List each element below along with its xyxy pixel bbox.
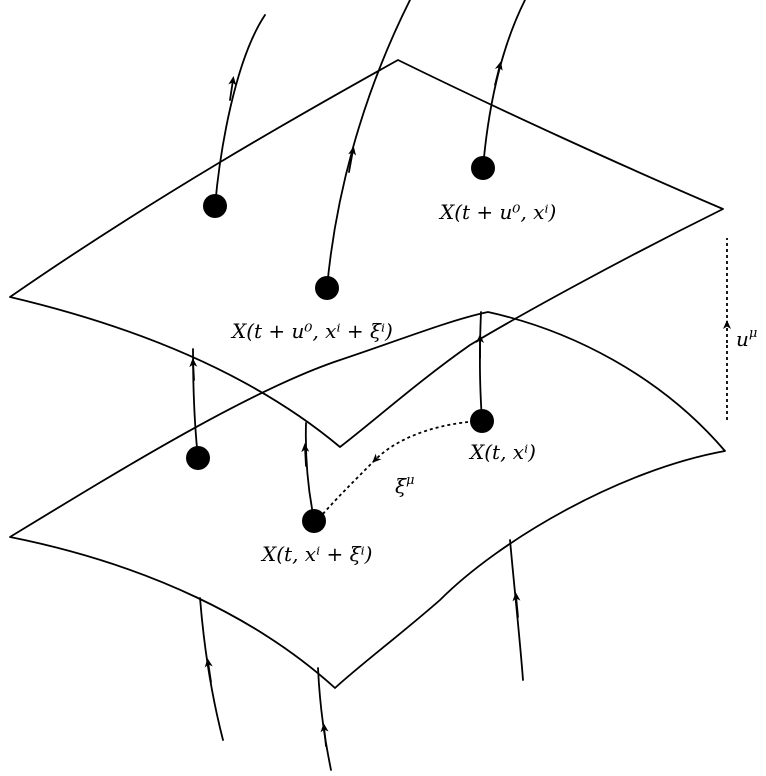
label-bottom-mid-point: X(t, xⁱ + ξⁱ) [260,542,372,566]
point-top-left [203,194,227,218]
worldline-arrow-bottom-left [204,658,213,683]
worldline-arrow-top-mid [348,146,357,173]
worldline-arrow-bottom-mid [320,723,329,747]
lower-hypersurface [9,311,726,689]
worldline-bottom-left [199,597,224,741]
point-bottom-left [186,446,210,470]
label-top-right-point: X(t + u⁰, xⁱ) [438,200,556,224]
point-bottom-right [470,409,494,433]
worldline-top-mid [326,0,411,289]
worldline-between-right [479,311,483,422]
worldline-arrow-bottom-right [512,592,521,618]
worldline-arrow-between-mid [301,443,310,467]
worldline-top-right [482,0,526,169]
worldline-arrow-top-right [494,61,503,86]
label-separation-vector: ξμ [395,473,414,498]
worldline-arrow-top-left [228,76,237,101]
point-top-mid [315,276,339,300]
label-velocity-vector: uμ [736,326,757,351]
worldline-arrow-between-left [189,358,198,381]
upper-hypersurface [9,59,724,448]
worldline-between-mid [304,422,315,520]
worldline-top-left [214,14,266,207]
point-bottom-mid [302,509,326,533]
label-bottom-right-point: X(t, xⁱ) [468,440,536,464]
point-top-right [471,156,495,180]
label-top-mid-point: X(t + u⁰, xⁱ + ξⁱ) [230,319,393,343]
separation-vector-arrow [372,421,469,463]
separation-vector-tail [321,459,376,516]
